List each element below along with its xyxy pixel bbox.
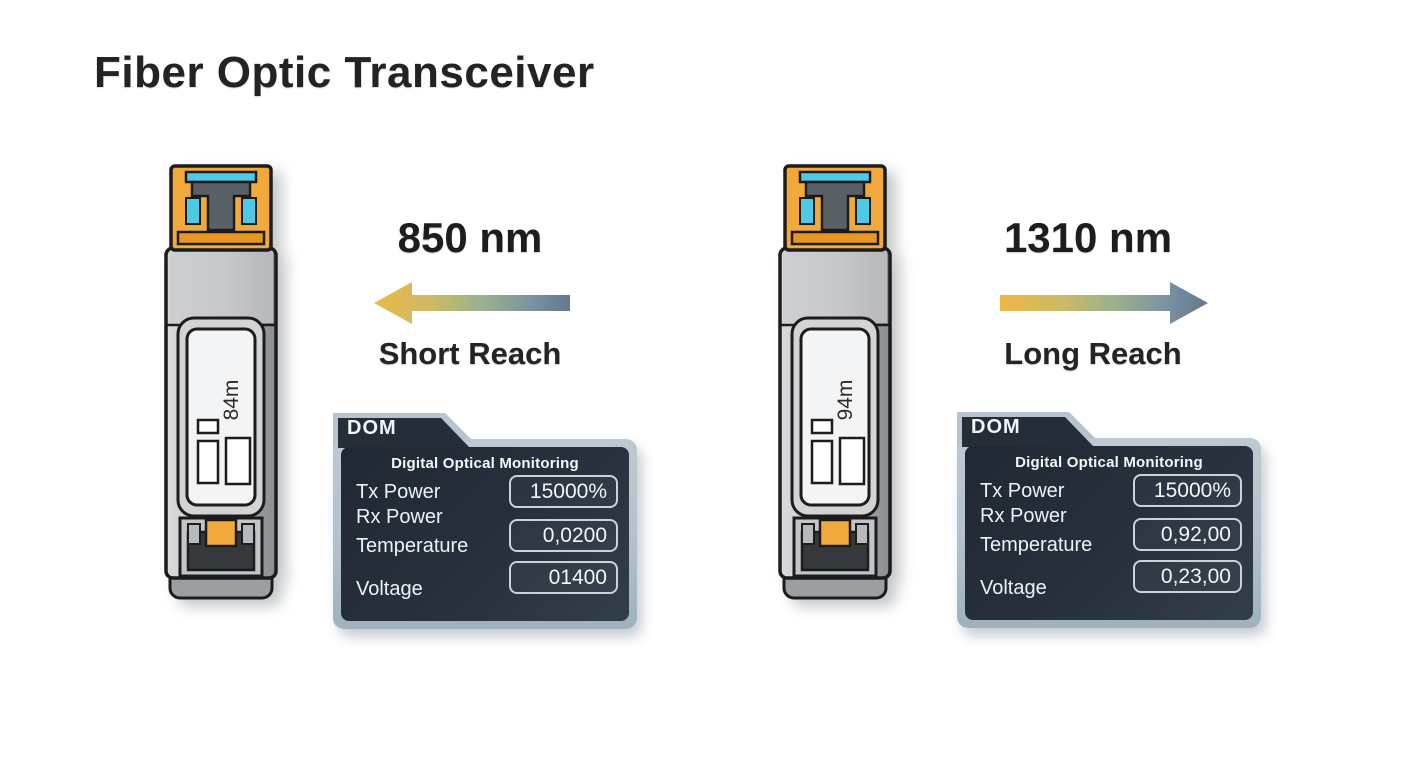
dom-field-label-temperature: Temperature	[980, 534, 1093, 556]
dom-field-label-tx-power: Tx Power	[356, 481, 441, 503]
module-distance-label: 94m	[834, 380, 857, 421]
sfp-label-plate: 84m	[176, 316, 266, 518]
wavelength-label-right: 1310 nm	[1003, 214, 1173, 261]
sfp-lc-connector-top	[783, 164, 887, 252]
dom-panel-body: Digital Optical Monitoring Tx Power Rx P…	[341, 447, 629, 621]
dom-value-temperature: 0,0200	[509, 519, 618, 552]
sfp-latch-connector-bottom	[178, 516, 264, 578]
dom-panel-right: DOM Digital Optical Monitoring Tx Power …	[957, 412, 1261, 628]
dom-value-power: 15000%	[509, 475, 618, 508]
dom-tab-label: DOM	[347, 417, 397, 439]
reach-label-right: Long Reach	[1004, 336, 1182, 371]
dom-tab-label: DOM	[971, 416, 1021, 438]
sfp-label-plate: 94m	[790, 316, 880, 518]
dom-value-power: 15000%	[1133, 474, 1242, 507]
sfp-transceiver-left-illustration: 84m	[164, 164, 278, 600]
sfp-transceiver-right-illustration: 94m	[778, 164, 892, 600]
wavelength-arrow-right-icon	[1000, 282, 1208, 324]
dom-value-temperature: 0,92,00	[1133, 518, 1242, 551]
dom-field-label-rx-power: Rx Power	[356, 506, 443, 528]
dom-panel-title: Digital Optical Monitoring	[1015, 454, 1203, 471]
sfp-lc-connector-top	[169, 164, 273, 252]
dom-field-label-tx-power: Tx Power	[980, 480, 1065, 502]
wavelength-arrow-left-icon	[374, 282, 570, 324]
sfp-latch-connector-bottom	[792, 516, 878, 578]
dom-field-label-voltage: Voltage	[980, 577, 1047, 599]
dom-field-label-temperature: Temperature	[356, 535, 469, 557]
dom-panel-left: DOM Digital Optical Monitoring Tx Power …	[333, 413, 637, 629]
reach-label-left: Short Reach	[378, 336, 562, 371]
wavelength-label-left: 850 nm	[397, 214, 543, 261]
dom-panel-body: Digital Optical Monitoring Tx Power Rx P…	[965, 446, 1253, 620]
dom-field-label-voltage: Voltage	[356, 578, 423, 600]
dom-value-voltage: 0,23,00	[1133, 560, 1242, 593]
dom-panel-title: Digital Optical Monitoring	[391, 455, 579, 472]
page-title: Fiber Optic Transceiver	[94, 48, 595, 97]
dom-value-voltage: 01400	[509, 561, 618, 594]
module-distance-label: 84m	[220, 380, 243, 421]
dom-field-label-rx-power: Rx Power	[980, 505, 1067, 527]
